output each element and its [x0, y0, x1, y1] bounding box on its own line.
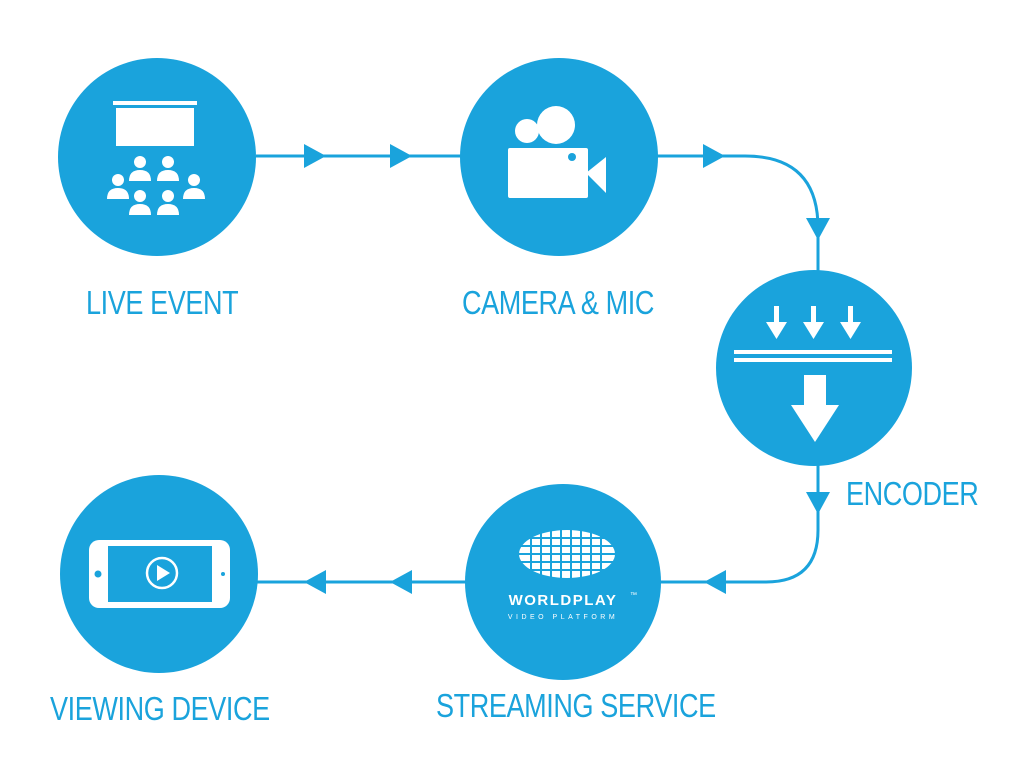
label-camera-mic: CAMERA & MIC	[462, 284, 655, 321]
video-camera-icon	[508, 106, 606, 198]
audience-screen-icon	[107, 101, 205, 215]
label-viewing-device: VIEWING DEVICE	[50, 690, 270, 727]
node-viewing-device	[60, 475, 258, 673]
connector-camera-to-encoder	[656, 154, 820, 275]
arrow-right-icon	[390, 144, 412, 168]
arrow-left-icon	[704, 570, 726, 594]
label-streaming-service: STREAMING SERVICE	[436, 687, 716, 724]
tablet-play-icon	[89, 540, 230, 608]
arrow-left-icon	[304, 570, 326, 594]
node-encoder	[716, 270, 912, 466]
worldplay-globe-icon	[519, 530, 615, 578]
node-live-event	[58, 58, 256, 256]
node-camera-mic	[460, 58, 658, 256]
arrow-down-icon	[806, 218, 830, 240]
arrow-right-icon	[304, 144, 326, 168]
arrow-right-icon	[703, 144, 725, 168]
encode-arrows-icon	[734, 306, 892, 442]
arrowheads	[304, 144, 830, 594]
label-encoder: ENCODER	[846, 475, 979, 512]
worldplay-logo-text: WORLDPLAY	[509, 592, 618, 609]
node-streaming-service: WORLDPLAY ™ VIDEO PLATFORM	[465, 484, 661, 680]
connector-encoder-to-streaming	[660, 462, 820, 584]
arrow-left-icon	[390, 570, 412, 594]
worldplay-logo-subtitle: VIDEO PLATFORM	[508, 614, 618, 621]
worldplay-trademark: ™	[630, 592, 637, 599]
label-live-event: LIVE EVENT	[86, 284, 239, 321]
arrow-down-icon	[806, 492, 830, 514]
